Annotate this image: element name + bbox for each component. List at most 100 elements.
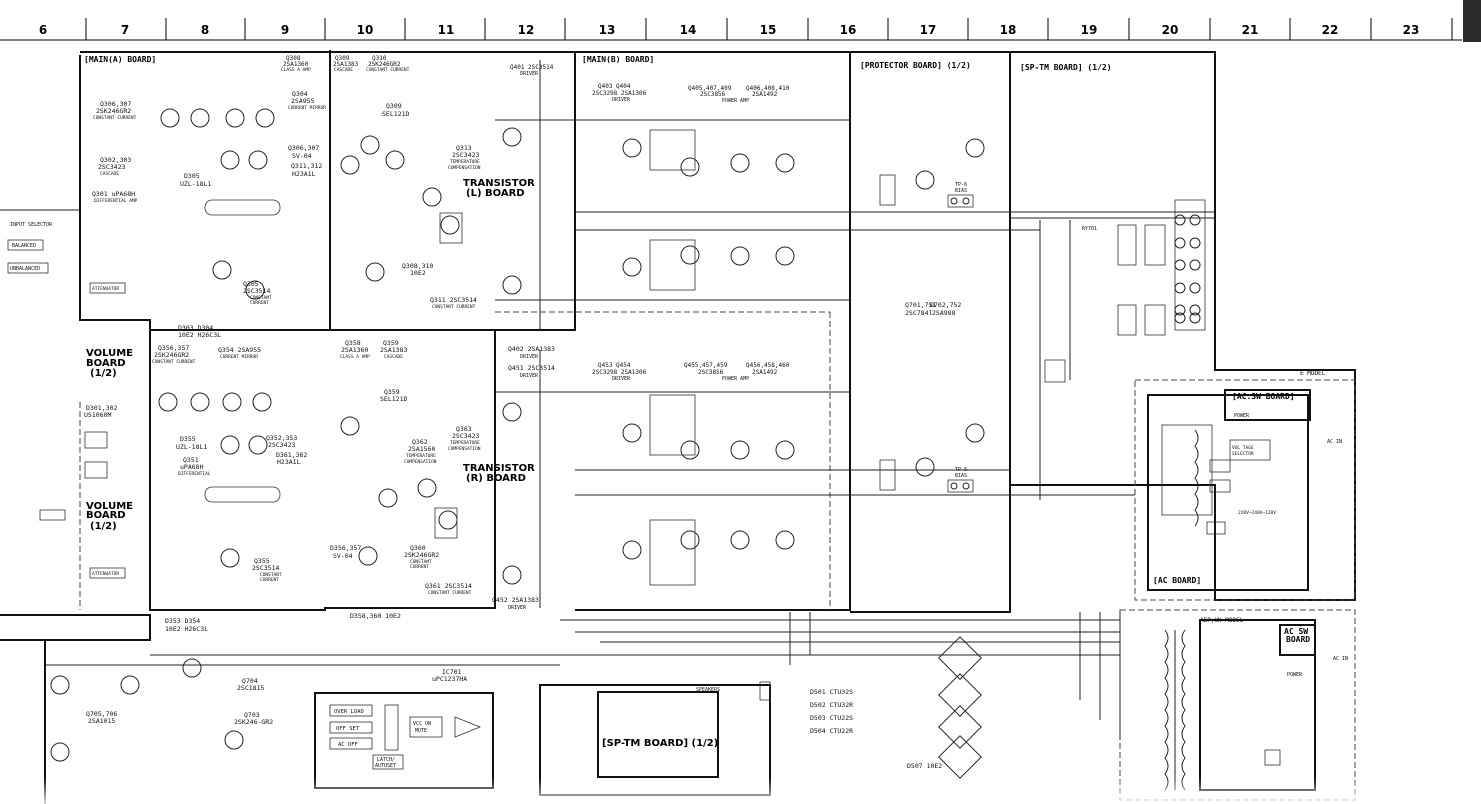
label-q306-2: 2SK246GR2 (96, 107, 131, 115)
label-q358-2: 2SA1360 (341, 346, 368, 354)
component-labels-bottom: IC701 uPC1237HA Q704 2SC1815 Q703 2SK246… (86, 413, 1348, 770)
label-q311-1: Q311,312 (291, 162, 322, 170)
label-latch-1: LATCH/ (377, 757, 395, 763)
label-rly701: RY701 (1082, 226, 1097, 232)
label-q362-3: TEMPERATURE (406, 453, 436, 459)
label-q306-1: Q306,307 (100, 100, 131, 108)
label-q455-2: 2SC3856 (698, 369, 724, 376)
scrollbar-handle[interactable] (1463, 0, 1481, 42)
label-q360-4: CURRENT (410, 564, 429, 570)
label-q358-1: Q358 (345, 339, 361, 347)
label-tp6b-2: BIAS (955, 473, 967, 479)
label-q304-1: Q304 (292, 90, 308, 98)
label-q360-2: 2SK246GR2 (404, 551, 439, 559)
label-q359-1: Q359 (383, 339, 399, 347)
label-unbalanced: UNBALANCED (10, 266, 40, 272)
label-q354-1: Q354 2SA955 (218, 346, 261, 354)
label-q313-3: TEMPERATURE (450, 159, 480, 165)
label-q351-3: DIFFERENTIAL (178, 471, 211, 477)
label-q362-1: Q362 (412, 438, 428, 446)
label-q351-1: Q351 (183, 456, 199, 464)
label-ic701-2: uPC1237HA (432, 675, 467, 683)
label-q453-3: DRIVER (612, 376, 631, 382)
label-q401-1: Q401 2SC3514 (510, 64, 554, 71)
label-vcc-mute-1: VCC ON (413, 721, 431, 727)
label-q308-1: Q308 (286, 55, 301, 62)
label-q453-1: Q453 Q454 (598, 362, 631, 369)
label-q311-2: H23A1L (292, 170, 316, 178)
ruler-12: 12 (518, 23, 535, 37)
board-title-ac-sw-e: [AC.SW BOARD] (1232, 392, 1295, 401)
label-q360-3: CONSTANT (410, 559, 432, 565)
label-q456-1: Q456,458,460 (746, 362, 790, 369)
label-d356-2: SV-04 (333, 552, 353, 560)
board-title-volume-bot-1: VOLUME (86, 501, 133, 512)
label-q304-3: CURRENT MIRROR (288, 105, 326, 111)
label-q301-1: Q301 uPA68H (92, 190, 135, 198)
label-q306b-2: SV-04 (292, 152, 312, 160)
label-q356-1: Q356,357 (158, 344, 189, 352)
label-q311b-1: Q311 2SC3514 (430, 296, 477, 304)
label-q703-1: Q703 (244, 711, 260, 719)
label-q302-1: Q302,303 (100, 156, 131, 164)
board-title-volume-top-2: BOARD (86, 358, 126, 369)
ruler-23: 23 (1403, 23, 1420, 37)
label-d303-2: 10E2 H26C3L (178, 331, 221, 339)
ruler-20: 20 (1162, 23, 1179, 37)
board-title-main-a: [MAIN(A) BOARD] (84, 55, 156, 64)
board-title-main-b: [MAIN(B) BOARD] (582, 55, 654, 64)
ruler-11: 11 (438, 23, 455, 37)
label-q359-2: 2SA1383 (380, 346, 407, 354)
label-power-amp-1: POWER AMP (722, 98, 749, 104)
label-q309-3: CASCADE (334, 67, 353, 73)
label-e-model: E MODEL (1300, 370, 1326, 377)
label-q455-1: Q455,457,459 (684, 362, 728, 369)
label-d301-1: D301,302 (86, 404, 117, 412)
label-q356-2: 2SK246GR2 (154, 351, 189, 359)
label-q363-2: 2SC3423 (452, 432, 479, 440)
component-labels-upper: Q308 2SA1360 CLASS A AMP Q309 2SA1383 CA… (10, 55, 1097, 339)
label-q302-2: 2SC3423 (98, 163, 125, 171)
label-q308b-1: Q308,310 (402, 262, 433, 270)
transistor-symbols (50, 108, 985, 762)
label-q304-2: 2SA955 (291, 97, 315, 105)
label-q705-1: Q705,706 (86, 710, 117, 718)
signal-wiring (45, 60, 1215, 740)
label-speakers: SPEAKERS (696, 687, 720, 693)
ruler-21: 21 (1242, 23, 1259, 37)
label-q405-1: Q405,407,409 (688, 85, 732, 92)
label-power-e: POWER (1234, 413, 1250, 419)
label-attenuator-bottom: ATTENUATOR (92, 571, 119, 577)
label-q305b-1: Q305 (243, 280, 259, 288)
label-q352-2: 2SC3423 (268, 441, 295, 449)
ruler-15: 15 (760, 23, 777, 37)
ruler-16: 16 (840, 23, 857, 37)
label-q361b-1: Q361 2SC3514 (425, 582, 472, 590)
label-d361-1: D361,362 (276, 451, 307, 459)
label-d507: D507 10E2 (907, 762, 942, 770)
label-ic701-1: IC701 (442, 668, 462, 676)
label-d355-1: D355 (180, 435, 196, 443)
label-d305-2: UZL-18L1 (180, 180, 211, 188)
label-q308b-2: 10E2 (410, 269, 426, 277)
label-q309-1: Q309 (335, 55, 350, 62)
component-boxes (7, 129, 1281, 770)
label-q351-2: uPA68H (180, 463, 204, 471)
label-q403-1: Q403 Q404 (598, 83, 631, 90)
label-q313-1: Q313 (456, 144, 472, 152)
label-q310-1: Q310 (372, 55, 387, 62)
label-latch-2: AUTOSET (375, 763, 396, 769)
label-d503: D503 CTU22S (810, 714, 853, 722)
label-q359-3: CASCADE (384, 354, 403, 360)
label-q359b-1: Q359 (384, 388, 400, 396)
label-q363-4: COMPENSATION (448, 446, 481, 452)
label-q308-2: 2SA1360 (283, 61, 309, 68)
label-volt-sel-1: VOL TAGE (1232, 445, 1254, 451)
label-q354-2: CURRENT MIRROR (220, 354, 258, 360)
label-q313-4: COMPENSATION (448, 165, 481, 171)
label-q451-2: DRIVER (520, 373, 539, 379)
label-tp6-1: TP-6 (955, 182, 967, 188)
label-q313-2: 2SC3423 (452, 151, 479, 159)
label-d355-2: UZL-18L1 (176, 443, 207, 451)
label-input-selector: INPUT SELECTOR (10, 222, 53, 228)
